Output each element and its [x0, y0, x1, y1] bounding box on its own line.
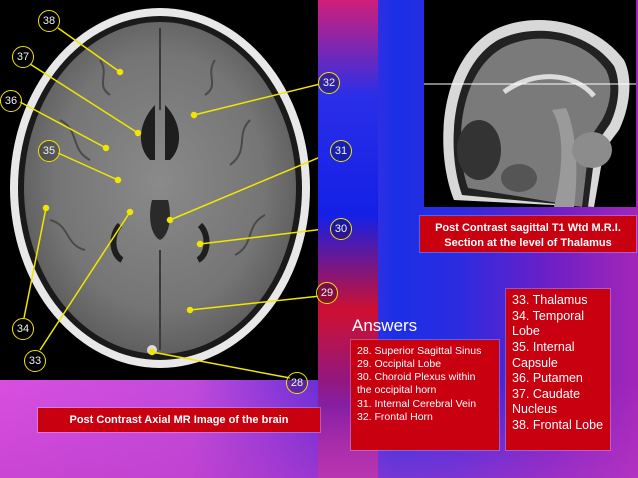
sagittal-brain-drawing — [424, 20, 636, 207]
answer-line: Lobe — [512, 324, 540, 339]
pointer-lines — [19, 27, 318, 379]
label-29: 29 — [316, 282, 338, 304]
answer-line: 37. Caudate — [512, 386, 581, 401]
sagittal-caption-line2: Section at the level of Thalamus — [444, 237, 612, 249]
sagittal-mri-image — [424, 0, 636, 207]
label-37: 37 — [12, 46, 34, 68]
label-34: 34 — [12, 318, 34, 340]
answer-line: Capsule — [512, 355, 558, 370]
label-33: 33 — [24, 350, 46, 372]
label-36: 36 — [0, 90, 22, 112]
answer-line: 34. Temporal — [512, 308, 585, 323]
answer-line: 36. Putamen — [512, 371, 583, 386]
label-31: 31 — [330, 140, 352, 162]
answers-title: Answers — [352, 316, 418, 335]
axial-caption: Post Contrast Axial MR Image of the brai… — [38, 408, 320, 432]
label-35: 35 — [38, 140, 60, 162]
label-30: 30 — [330, 218, 352, 240]
answer-line: 38. Frontal Lobe — [512, 418, 604, 432]
answer-line: the occipital horn — [357, 384, 437, 397]
label-38: 38 — [38, 10, 60, 32]
sagittal-caption: Post Contrast sagittal T1 Wtd M.R.I. Sec… — [420, 216, 636, 252]
sagittal-caption-line1: Post Contrast sagittal T1 Wtd M.R.I. — [435, 222, 621, 234]
answers-box-left: 28. Superior Sagittal Sinus 29. Occipita… — [351, 340, 499, 450]
answer-line: 29. Occipital Lobe — [357, 358, 442, 371]
answers-box-right: 33. Thalamus 34. Temporal Lobe 35. Inter… — [506, 289, 610, 450]
answer-line: 31. Internal Cerebral Vein — [357, 397, 477, 410]
answer-line: 30. Choroid Plexus within — [357, 371, 476, 384]
answer-line: 33. Thalamus — [512, 293, 588, 307]
answer-line: 28. Superior Sagittal Sinus — [357, 345, 482, 357]
answer-line: 32. Frontal Horn — [357, 410, 433, 423]
answer-line: Nucleus — [512, 402, 558, 417]
axial-brain-drawing — [10, 8, 318, 379]
axial-mri-image — [0, 0, 318, 380]
label-28: 28 — [286, 372, 308, 394]
answer-line: 35. Internal — [512, 339, 575, 354]
label-32: 32 — [318, 72, 340, 94]
